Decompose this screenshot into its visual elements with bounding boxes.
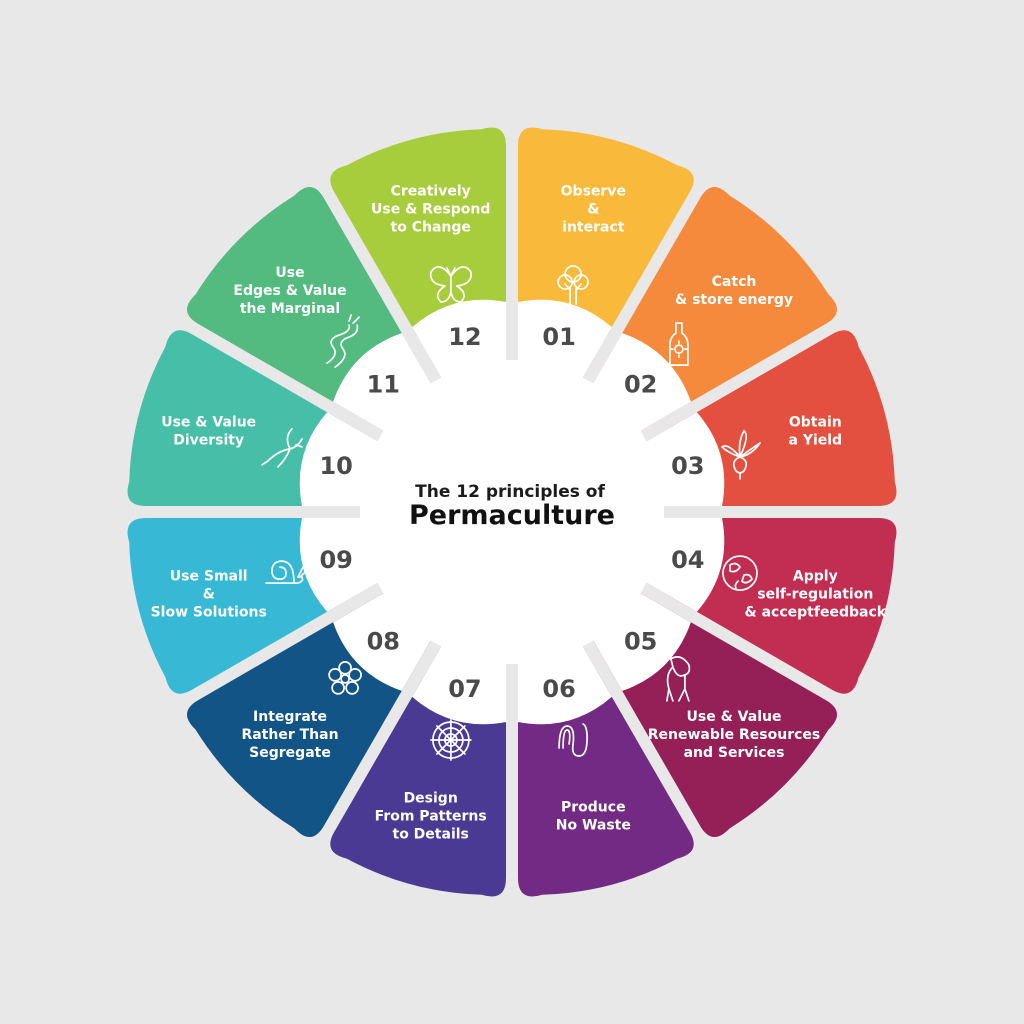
number-tab-10 (299, 412, 383, 506)
segment-label-05-line-3: and Services (684, 745, 785, 761)
segment-label-12-line-2: Use & Respond (371, 202, 490, 218)
segment-label-02-line-1: Catch (712, 274, 757, 290)
worm-icon (558, 723, 588, 757)
segment-label-01-line-2: & (587, 202, 599, 218)
segment-label-07-line-3: to Details (393, 826, 469, 842)
number-tab-09 (299, 518, 383, 612)
segment-label-05-line-1: Use & Value (687, 709, 782, 725)
segment-label-05-line-2: Renewable Resources (648, 727, 821, 743)
segment-label-04-line-2: self-regulation (757, 586, 873, 602)
segment-number-06: 06 (542, 675, 575, 703)
segment-label-08-line-2: Rather Than (241, 727, 338, 743)
number-tab-04 (641, 518, 725, 612)
horse-icon (666, 656, 691, 702)
butterfly-icon (429, 266, 472, 303)
segment-number-12: 12 (448, 323, 481, 351)
hummingbird-icon (261, 428, 303, 468)
numbers-layer: 01 02 03 04 05 06 07 08 09 10 11 12 (319, 323, 704, 703)
segment-label-03-line-2: a Yield (789, 433, 843, 449)
segment-label-11-line-3: the Marginal (240, 301, 340, 317)
segment-number-02: 02 (624, 370, 657, 398)
segment-label-08-line-1: Integrate (253, 709, 327, 725)
number-tab-12 (412, 299, 506, 383)
tree-icon (557, 265, 589, 305)
segment-label-12-line-1: Creatively (391, 184, 471, 200)
segment-label-11-line-1: Use (275, 265, 304, 281)
segment-label-03-line-1: Obtain (789, 415, 842, 431)
segment-label-04-line-3: & acceptfeedback (745, 604, 887, 620)
segment-number-09: 09 (319, 546, 352, 574)
segment-label-10-line-2: Diversity (173, 433, 244, 449)
bottle-sun-icon (669, 322, 689, 366)
segment-number-10: 10 (319, 452, 352, 480)
segment-label-12-line-3: to Change (391, 220, 471, 236)
number-tab-06 (518, 641, 612, 725)
segment-label-08-line-3: Segregate (249, 745, 331, 761)
segment-label-09-line-2: & (203, 586, 215, 602)
segment-number-08: 08 (367, 628, 400, 656)
segment-number-03: 03 (671, 452, 704, 480)
segment-label-06-line-1: Produce (561, 799, 626, 815)
title-line-1: The 12 principles of (415, 482, 605, 502)
segment-label-01-line-3: interact (562, 220, 625, 236)
number-tab-03 (641, 412, 725, 506)
segment-number-04: 04 (671, 546, 704, 574)
globe-icon (722, 555, 758, 591)
flower-circle-icon (328, 661, 362, 695)
title-line-2: Permaculture (409, 500, 615, 531)
segment-label-06-line-2: No Waste (556, 817, 631, 833)
segment-label-02-line-2: & store energy (675, 292, 793, 308)
segment-number-01: 01 (542, 323, 575, 351)
segment-label-09-line-3: Slow Solutions (151, 604, 267, 620)
segment-label-01-line-1: Observe (561, 184, 626, 200)
segment-label-11-line-2: Edges & Value (233, 283, 346, 299)
segment-number-07: 07 (448, 675, 481, 703)
segment-label-07-line-1: Design (404, 790, 458, 806)
segment-number-11: 11 (367, 370, 400, 398)
river-icon (326, 314, 360, 368)
segment-label-09-line-1: Use Small (170, 568, 248, 584)
number-tab-07 (412, 641, 506, 725)
center-disc (360, 360, 664, 664)
segment-label-07-line-2: From Patterns (375, 808, 487, 824)
segment-label-04-line-1: Apply (793, 568, 838, 584)
number-ring (299, 299, 725, 725)
beetroot-icon (721, 430, 761, 480)
spiderweb-icon (430, 719, 472, 761)
segment-label-10-line-1: Use & Value (161, 415, 256, 431)
number-tab-01 (518, 299, 612, 383)
segment-number-05: 05 (624, 628, 657, 656)
